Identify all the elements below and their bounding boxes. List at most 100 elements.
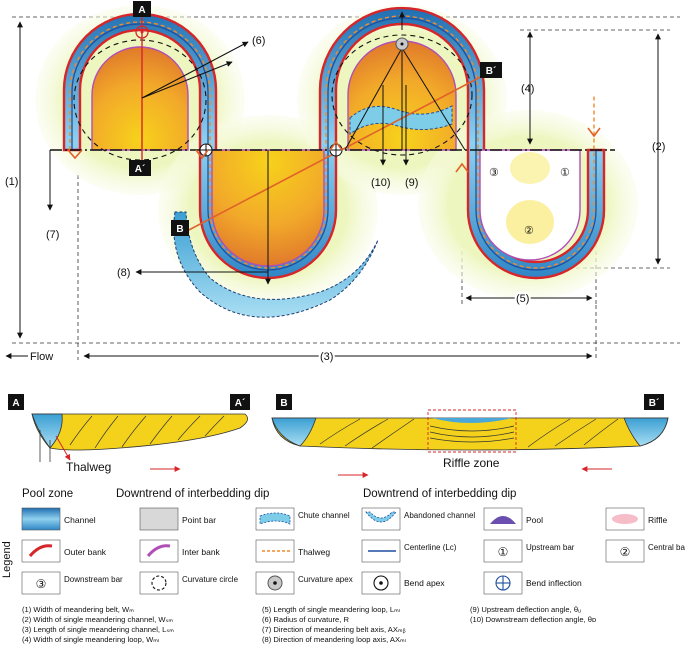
thalweg-line xyxy=(69,15,595,269)
svg-text:(9): (9) xyxy=(405,177,418,189)
radius-lines xyxy=(141,41,466,151)
legend: Legend Channel Point bar Chute channel A… xyxy=(1,507,685,595)
legend-item-central-bar: ② Central bar xyxy=(605,539,685,563)
svg-text:Riffle zone: Riffle zone xyxy=(443,456,500,470)
svg-text:(10) Downstream deflection ang: (10) Downstream deflection angle, θᴅ xyxy=(470,615,596,624)
svg-text:(5) Length of single meanderin: (5) Length of single meandering loop, Lₘ… xyxy=(262,605,400,614)
legend-item-curvature-circle: Curvature circle xyxy=(139,571,239,595)
svg-text:②: ② xyxy=(524,225,534,237)
legend-item-centerline: Centerline (Lᴄ) xyxy=(361,539,457,563)
svg-text:(3) Length of single meanderin: (3) Length of single meandering channel,… xyxy=(22,625,174,634)
svg-text:(7): (7) xyxy=(46,229,59,241)
svg-text:A: A xyxy=(138,5,145,16)
svg-text:Bend inflection: Bend inflection xyxy=(526,578,582,588)
svg-text:Curvature circle: Curvature circle xyxy=(182,575,239,584)
legend-item-thalweg: Thalweg xyxy=(255,539,330,563)
section-tag-b-prime: B´ xyxy=(480,62,502,78)
section-tag-a-prime: A´ xyxy=(129,160,151,176)
legend-item-outer-bank: Outer bank xyxy=(21,539,107,563)
svg-text:Channel: Channel xyxy=(64,515,96,525)
legend-item-pool: Pool xyxy=(483,507,543,531)
svg-text:Pool zone: Pool zone xyxy=(22,488,73,500)
svg-text:Downtrend of interbedding dip: Downtrend of interbedding dip xyxy=(363,488,516,500)
legend-item-bend-apex: Bend apex xyxy=(361,571,445,595)
svg-text:Downtrend of interbedding dip: Downtrend of interbedding dip xyxy=(116,488,269,500)
section-tag-a: A xyxy=(133,1,151,17)
legend-item-point-bar: Point bar xyxy=(139,507,216,531)
svg-text:Flow: Flow xyxy=(30,351,53,363)
svg-text:Riffle: Riffle xyxy=(648,515,667,525)
abandoned-channel xyxy=(173,211,379,318)
svg-text:A´: A´ xyxy=(235,398,246,409)
svg-text:①: ① xyxy=(560,167,570,179)
svg-text:(7) Direction of meandering be: (7) Direction of meandering belt axis, A… xyxy=(262,625,406,634)
legend-title: Legend xyxy=(1,541,13,578)
svg-text:(10): (10) xyxy=(371,177,391,189)
svg-text:Downstream bar: Downstream bar xyxy=(64,575,123,584)
legend-item-curvature-apex: Curvature apex xyxy=(255,571,353,595)
legend-item-abandoned: Abandoned channel xyxy=(361,507,475,531)
svg-text:Abandoned channel: Abandoned channel xyxy=(404,511,475,520)
svg-text:B´: B´ xyxy=(649,398,660,409)
svg-text:Thalweg: Thalweg xyxy=(66,460,111,474)
svg-text:A´: A´ xyxy=(135,164,146,175)
svg-text:(2): (2) xyxy=(652,141,665,153)
legend-item-chute: Chute channel xyxy=(255,507,350,531)
svg-text:Bend apex: Bend apex xyxy=(404,578,445,588)
svg-text:Outer bank: Outer bank xyxy=(64,547,107,557)
svg-text:(1) Width of meandering belt,: (1) Width of meandering belt, Wₘ xyxy=(22,605,134,614)
svg-text:Point bar: Point bar xyxy=(182,515,216,525)
svg-text:(9) Upstream deflection angle,: (9) Upstream deflection angle, θᵤ xyxy=(470,605,581,614)
curvature-circles xyxy=(73,34,473,161)
legend-item-riffle: Riffle xyxy=(605,507,667,531)
bend-apex-markers xyxy=(135,25,409,51)
svg-text:Inter bank: Inter bank xyxy=(182,547,221,557)
dimension-labels: (1) (2) (3) (4) (5) (6) (7) (8) (9) (10) xyxy=(5,35,665,365)
svg-text:①: ① xyxy=(498,545,509,559)
svg-text:Central bar: Central bar xyxy=(648,543,685,552)
point-bar-1 xyxy=(91,46,189,151)
svg-text:(8): (8) xyxy=(117,267,130,279)
legend-item-downstream-bar: ③ Downstream bar xyxy=(21,571,123,595)
legend-item-inter-bank: Inter bank xyxy=(139,539,221,563)
svg-text:(2) Width of single meandering: (2) Width of single meandering channel, … xyxy=(22,615,173,624)
svg-text:B: B xyxy=(176,224,183,235)
svg-text:③: ③ xyxy=(36,577,47,591)
flow-chevrons xyxy=(67,127,601,173)
cross-section-b: B B´ Riffle zone Downtrend of interbeddi… xyxy=(271,394,669,500)
svg-text:Centerline (Lᴄ): Centerline (Lᴄ) xyxy=(404,543,457,552)
svg-text:A: A xyxy=(12,398,19,409)
upstream-bar-zone xyxy=(510,152,550,184)
dimension-arrows xyxy=(17,11,661,359)
svg-text:(4) Width of single meandering: (4) Width of single meandering loop, Wₘₗ xyxy=(22,635,159,644)
legend-item-channel: Channel xyxy=(21,507,96,531)
svg-text:(1): (1) xyxy=(5,176,18,188)
svg-text:Upstream bar: Upstream bar xyxy=(526,543,575,552)
legend-item-bend-inflection: Bend inflection xyxy=(483,571,582,595)
svg-text:(6): (6) xyxy=(252,35,265,47)
cross-section-a: A A´ Thalweg Pool zone Downtrend of inte… xyxy=(8,394,269,500)
svg-text:(3): (3) xyxy=(320,351,333,363)
svg-text:(8) Direction of meandering lo: (8) Direction of meandering loop axis, A… xyxy=(262,635,406,644)
flow-indicator: Flow xyxy=(5,351,53,363)
svg-text:③: ③ xyxy=(489,167,499,179)
svg-text:②: ② xyxy=(620,545,631,559)
definitions: (1) Width of meandering belt, Wₘ (2) Wid… xyxy=(22,605,596,644)
svg-text:Chute channel: Chute channel xyxy=(298,511,350,520)
centerline xyxy=(71,17,597,271)
bar-symbols: ① ② ③ xyxy=(489,167,570,237)
legend-item-upstream-bar: ① Upstream bar xyxy=(483,539,575,563)
chute-channel xyxy=(349,105,453,135)
svg-text:(6) Radius of curvature, R: (6) Radius of curvature, R xyxy=(262,615,349,624)
section-tag-b: B xyxy=(171,220,189,236)
svg-text:Curvature apex: Curvature apex xyxy=(298,575,353,584)
svg-text:B: B xyxy=(280,398,287,409)
central-bar-zone xyxy=(506,200,554,244)
svg-text:(5): (5) xyxy=(516,293,529,305)
svg-text:Thalweg: Thalweg xyxy=(298,547,330,557)
deflection-arrows xyxy=(380,85,409,166)
svg-text:Pool: Pool xyxy=(526,515,543,525)
svg-text:(4): (4) xyxy=(521,83,534,95)
svg-text:B´: B´ xyxy=(486,66,497,77)
